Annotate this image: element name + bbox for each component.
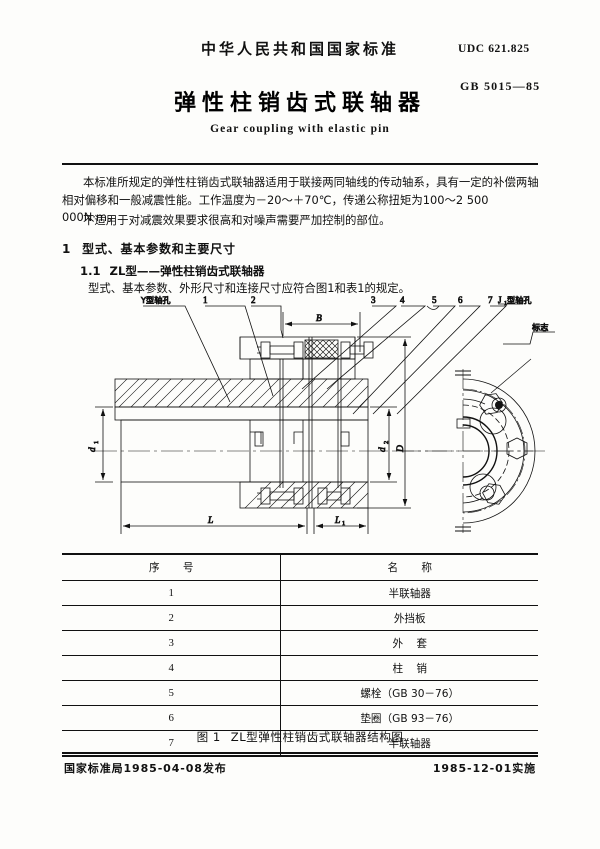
label-y-bore: Y型轴孔 (140, 295, 171, 305)
scope-paragraph-1: 本标准所规定的弹性柱销齿式联轴器适用于联接两同轴线的传动轴系，具有一定的补偿两轴… (62, 175, 539, 224)
dimension-d2: d 2 (370, 406, 397, 483)
scope-paragraph-2: 不适用于对减震效果要求很高和对噪声需要严加控制的部位。 (83, 213, 391, 227)
drawing-svg: Y型轴孔 1 2 3 4 5 6 7 J 1 型轴孔 标志 (88, 295, 555, 534)
dimension-B: B (282, 312, 361, 352)
callout-6: 6 (458, 295, 463, 305)
label-j1-bore: J (498, 295, 502, 305)
table-header-row: 序 号 名 称 (62, 553, 538, 581)
section-hatch-upper (114, 378, 369, 408)
callout-7: 7 (488, 295, 493, 305)
dim-label-L: L (207, 516, 213, 526)
lower-bolt-left (257, 487, 304, 505)
effective-date: 1985-12-01实施 (432, 762, 536, 775)
svg-text:型轴孔: 型轴孔 (507, 295, 532, 305)
issue-date: 国家标准局1985-04-08发布 (64, 762, 227, 775)
row-no: 3 (62, 630, 281, 656)
baffle-right (337, 359, 342, 488)
udc-code: UDC 621.825 (458, 43, 530, 55)
dim-label-D: D (396, 445, 406, 453)
baffle-left (279, 359, 284, 488)
header-divider (62, 163, 538, 165)
row-name: 柱 销 (280, 655, 538, 681)
section-1-number: 1 (62, 242, 72, 256)
svg-text:2: 2 (383, 441, 390, 444)
row-no: 5 (62, 680, 281, 706)
row-name: 螺栓（GB 30－76） (280, 680, 538, 706)
table-row: 3 外 套 (62, 630, 538, 656)
dimension-d1: d 1 (88, 406, 113, 483)
svg-text:1: 1 (504, 300, 507, 307)
row-name: 外挡板 (280, 605, 538, 631)
table-row: 6 垫圈（GB 93－76） (62, 705, 538, 731)
row-no: 4 (62, 655, 281, 681)
section-1-1-body: 型式、基本参数、外形尺寸和连接尺寸应符合图1和表1的规定。 (88, 281, 411, 295)
coupling-assembly-drawing: Y型轴孔 1 2 3 4 5 6 7 J 1 型轴孔 标志 (55, 292, 555, 547)
national-standard-heading: 中华人民共和国国家标准 (200, 40, 399, 58)
dim-label-d2: d (378, 447, 388, 452)
callout-2: 2 (251, 295, 256, 305)
dimension-D: D (357, 336, 411, 509)
callout-leaders (143, 303, 555, 415)
section-1-1-title: ZL型——弹性柱销齿式联轴器 (109, 264, 265, 278)
row-name: 半联轴器 (280, 580, 538, 606)
standard-english-title: Gear coupling with elastic pin (210, 123, 390, 135)
row-no: 6 (62, 705, 281, 731)
row-name: 垫圈（GB 93－76） (280, 705, 538, 731)
dim-label-d1: d (88, 447, 98, 452)
dimension-L: L (120, 482, 308, 534)
section-1-title: 型式、基本参数和主要尺寸 (82, 242, 236, 256)
parts-list-table: 序 号 名 称 1 半联轴器 2 外挡板 3 外 套 4 柱 销 5 (62, 553, 538, 757)
hub-upper-section (114, 378, 369, 408)
row-name: 外 套 (280, 630, 538, 656)
dim-label-L1: L (334, 516, 340, 526)
figure-caption-label: 图 1 (196, 730, 221, 744)
section-1-1-heading: 1.1 ZL型——弹性柱销齿式联轴器 (80, 263, 264, 279)
figure-caption: 图 1 ZL型弹性柱销齿式联轴器结构图 (0, 729, 600, 745)
table-row: 5 螺栓（GB 30－76） (62, 680, 538, 706)
dim-label-B: B (316, 314, 322, 324)
figure-caption-text: ZL型弹性柱销齿式联轴器结构图 (230, 730, 404, 744)
row-no: 1 (62, 580, 281, 606)
svg-text:1: 1 (342, 520, 345, 527)
section-1-heading: 1 型式、基本参数和主要尺寸 (62, 240, 236, 257)
standard-title: 弹性柱销齿式联轴器 (173, 91, 426, 116)
svg-text:1: 1 (93, 441, 100, 444)
elastic-pin-element (304, 339, 339, 359)
footer-divider (62, 752, 538, 754)
label-mark: 标志 (532, 322, 548, 332)
table-row: 4 柱 销 (62, 655, 538, 681)
dimension-L1: L 1 (313, 508, 369, 534)
table-header: 序 号 名 称 (62, 553, 538, 581)
row-no: 2 (62, 605, 281, 631)
centre-parting-line (308, 337, 313, 508)
callout-3: 3 (371, 295, 376, 305)
column-header-name: 名 称 (280, 553, 538, 581)
lower-bolt-right (317, 487, 351, 505)
end-view-half (401, 358, 549, 533)
table-row: 2 外挡板 (62, 605, 538, 631)
upper-bolt-left (257, 341, 304, 359)
callout-4: 4 (400, 295, 405, 305)
upper-bolt-right (340, 341, 374, 359)
section-1-1-number: 1.1 (80, 264, 101, 278)
column-header-no: 序 号 (62, 553, 281, 581)
bolt-heads (479, 393, 528, 505)
elastic-pin-hatch (304, 339, 339, 359)
callout-5: 5 (432, 295, 437, 305)
callout-1: 1 (203, 295, 208, 305)
standard-number: GB 5015—85 (460, 79, 541, 93)
table-row: 1 半联轴器 (62, 580, 538, 606)
